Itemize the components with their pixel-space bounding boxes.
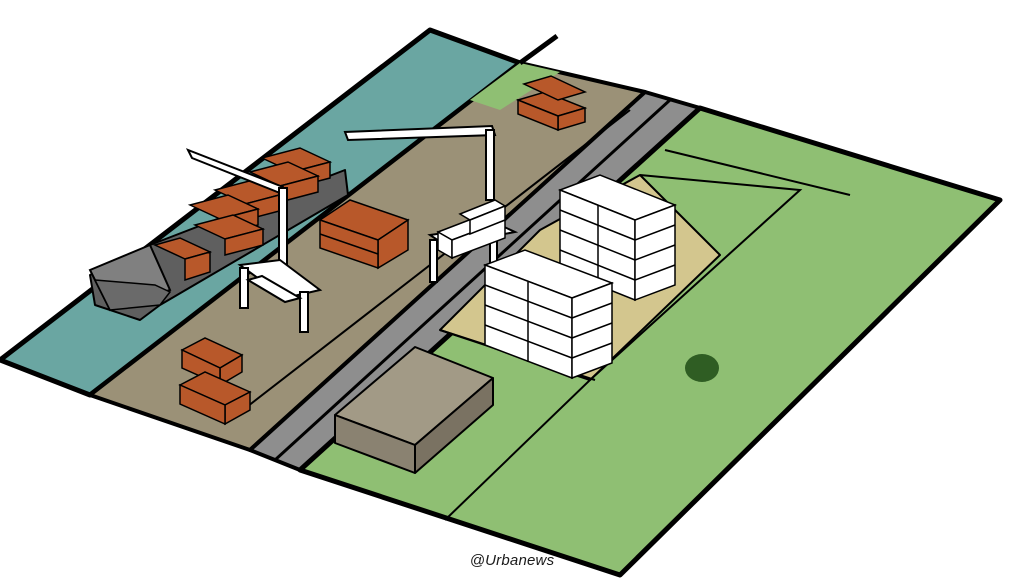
ship-containers [152, 147, 333, 282]
field-path [664, 149, 851, 196]
quay-container-stack-3 [178, 337, 252, 426]
quay-container-stack-2 [318, 199, 410, 270]
crane-boom-line [518, 33, 559, 66]
tree-icon [685, 354, 719, 382]
grass-field [297, 105, 1003, 578]
yard-container-stack-front [482, 249, 615, 380]
gantry-crane-icon [185, 148, 323, 333]
field-outline [589, 174, 803, 381]
credit-label: @Urbanews [469, 552, 555, 569]
quay-grass-strip [470, 63, 560, 110]
quay-container-stack-1 [515, 75, 588, 132]
road-center-line [273, 98, 672, 462]
field-path-3 [444, 379, 591, 521]
warehouse-icon [334, 346, 494, 474]
crane-white-containers [436, 199, 507, 260]
